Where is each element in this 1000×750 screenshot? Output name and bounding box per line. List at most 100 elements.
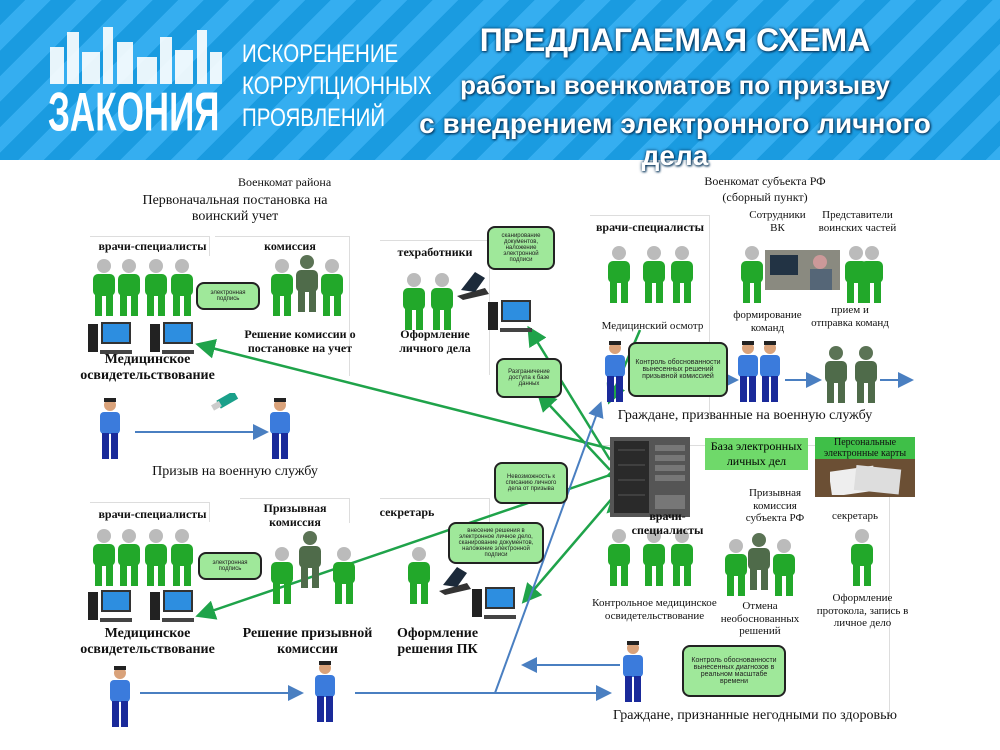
city-skyline-logo [50,27,222,84]
person-icon [145,259,167,316]
computer-icon [150,590,194,622]
logo-text: ЗАКОНИЯ [48,81,220,143]
person-icon [431,273,453,330]
person-icon [171,259,193,316]
person-icon [403,273,425,330]
person-icon [671,529,693,586]
regional-commission-label: Призывная комиссия субъекта РФ [745,487,805,525]
arrow-line [494,401,604,694]
person-icon [118,259,140,316]
person-icon [408,547,430,604]
person-icon [725,539,747,596]
control-exam-label: Контрольное медицинское освидетельствова… [592,597,717,622]
person-icon [118,529,140,586]
officer-icon [748,533,770,590]
person-icon [271,547,293,604]
computer-icon [488,300,532,332]
person-icon [608,246,630,303]
divider [215,236,350,376]
secretary-label: секретарь [832,510,878,522]
secretary-label: секретарь [379,505,435,519]
citizen-icon [623,641,643,702]
database-label: База электронных личных дел [705,438,808,470]
doctors-label: врачи-специалисты [631,509,704,537]
doctors-label: врачи-специалисты [98,239,207,253]
computer-icon [150,322,194,354]
person-icon [271,259,293,316]
district-office-label: Военкомат района [238,175,332,189]
citizen-icon [110,666,130,727]
medical-exam-label: Медицинское освидетельствование [80,626,215,658]
scanner-icon [439,567,471,595]
regional-office-label: Военкомат субъекта РФ [704,174,826,188]
usb-token-icon [211,393,239,411]
draft-decision-label: Решение призывной комиссии [242,626,373,658]
checkup-label: Медицинский осмотр [601,320,704,332]
teams-label: формирование команд [733,309,802,334]
cancel-label: Отмена необоснованных решений [720,600,800,638]
esign-callout: электронная подпись [196,282,260,310]
page-subtitle: работы военкоматов по призыву [460,70,890,100]
commission-label: комиссия [264,239,316,253]
scanner-icon [457,272,489,300]
person-icon [93,529,115,586]
computer-icon [88,590,132,622]
slogan-line: КОРРУПЦИОННЫХ [242,72,432,100]
person-icon [171,529,193,586]
person-icon [851,529,873,586]
person-icon [145,529,167,586]
person-icon [861,246,883,303]
arrow-line [195,338,632,464]
person-icon [321,259,343,316]
dispatch-label: прием и отправка команд [811,304,889,329]
person-icon [608,529,630,586]
person-icon [671,246,693,303]
pk-decision-label: Оформление решения ПК [396,626,479,658]
office-photo [765,250,840,290]
no-delete-callout: Невозможность к списанию личного дела от… [494,462,568,504]
citizen-icon [760,341,780,402]
citizen-icon [738,341,758,402]
slogan-line: ИСКОРЕНЕНИЕ [242,40,399,68]
access-callout: Разграничение доступа к базе данных [496,358,562,398]
server-icon [610,437,690,517]
page-subtitle: с внедрением электронного личного дела [419,108,931,171]
officer-icon [825,346,847,403]
doctors-label: врачи-специалисты [595,220,705,234]
citizen-icon [315,661,335,722]
person-icon [643,246,665,303]
divider [90,236,210,256]
person-icon [643,529,665,586]
tech-staff-label: техработники [397,245,473,259]
personal-file-label: Оформление личного дела [399,327,471,355]
arrow-line [527,325,612,461]
esign-callout: электронная подпись [198,552,262,580]
initial-registration-label: Первоначальная постановка на воинский уч… [142,193,328,225]
staff-label: Сотрудники ВК [749,209,806,234]
page-title: ПРЕДЛАГАЕМАЯ СХЕМА [479,22,871,58]
conscription-label: Призыв на военную службу [152,464,318,479]
draft-commission-label: Призывная комиссия [263,501,327,529]
entry-callout: внесение решения в электронное личное де… [448,522,544,564]
officer-icon [855,346,877,403]
medical-exam-label: Медицинское освидетельствование [80,352,215,384]
scan-callout: сканирование документов, наложение элект… [487,226,555,270]
arrow-line [536,391,611,471]
citizen-icon [270,398,290,459]
cards-label: Персональные электронные карты [815,437,915,459]
units-label: Представители воинских частей [818,209,897,234]
header-banner: ЗАКОНИЯ ИСКОРЕНЕНИЕ КОРРУПЦИОННЫХ ПРОЯВЛ… [0,0,1000,171]
officer-icon [299,531,321,588]
protocol-label: Оформление протокола, запись в личное де… [816,592,909,630]
divider [590,215,710,415]
person-icon [773,539,795,596]
citizen-icon [605,341,625,402]
unfit-citizens-label: Граждане, признанные негодными по здоров… [613,708,897,723]
person-icon [333,547,355,604]
control-callout: Контроль обоснованности вынесенных решен… [628,342,728,397]
doctors-label: врачи-специалисты [98,507,207,521]
drafted-citizens-label: Граждане, призванные на военную службу [617,408,873,423]
decision-label: Решение комиссии о постановке на учет [244,327,356,355]
computer-icon [472,587,516,619]
diagnosis-callout: Контроль обоснованности вынесенных диагн… [682,645,786,697]
